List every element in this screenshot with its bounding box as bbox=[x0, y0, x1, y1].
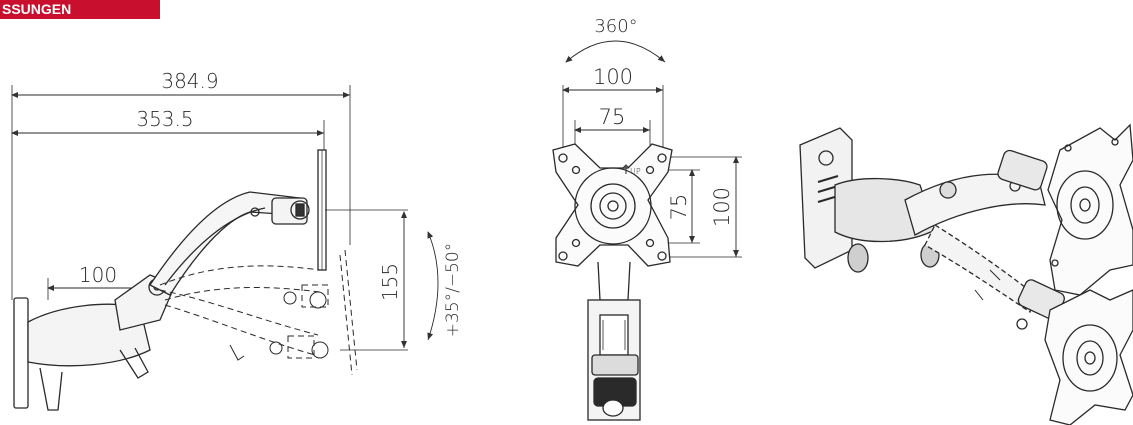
label-vesa-large-height: 100 bbox=[710, 187, 734, 227]
tilt-arc bbox=[427, 231, 439, 341]
label-rotation: 360° bbox=[594, 16, 637, 37]
front-view bbox=[552, 40, 742, 421]
label-wall-offset: 100 bbox=[79, 263, 117, 287]
label-tilt-range: +35°/−50° bbox=[443, 243, 463, 337]
label-vesa-large-width: 100 bbox=[593, 65, 633, 89]
label-up-marker: UP bbox=[630, 167, 641, 176]
label-arm-reach: 353.5 bbox=[136, 107, 193, 131]
section-badge: SSUNGEN bbox=[0, 0, 160, 19]
perspective-view bbox=[799, 123, 1133, 425]
up-arrow-icon bbox=[622, 164, 630, 174]
label-height-adjust: 155 bbox=[378, 263, 402, 301]
label-vesa-small-height: 75 bbox=[667, 194, 691, 221]
side-view bbox=[11, 85, 439, 411]
label-total-reach: 384.9 bbox=[161, 69, 218, 93]
label-vesa-small-width: 75 bbox=[599, 105, 626, 129]
rotation-arc bbox=[565, 40, 666, 63]
